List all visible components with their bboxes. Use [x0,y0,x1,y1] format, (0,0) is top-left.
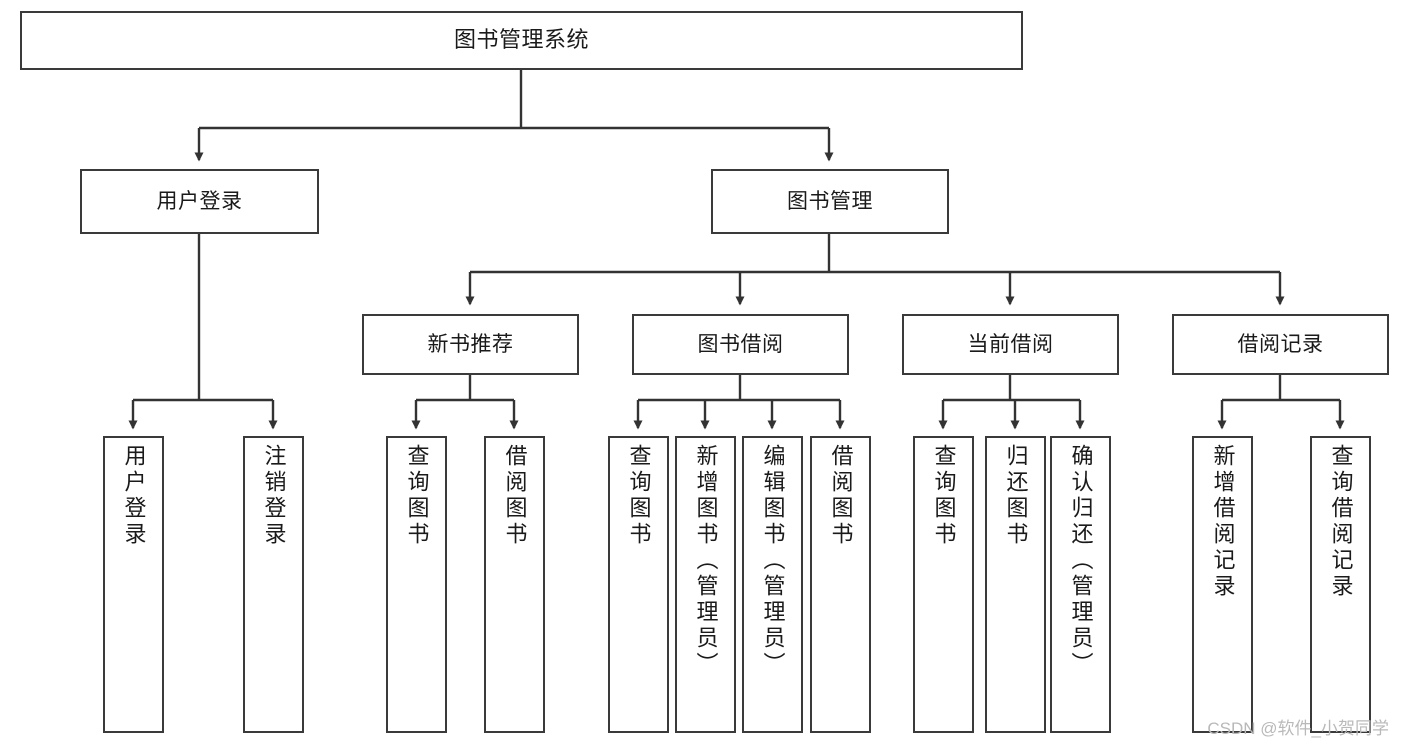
node-leaf-query-book-borrow[interactable]: 查询图书 [608,436,669,733]
node-leaf-user-logout[interactable]: 注销登录 [243,436,304,733]
csdn-watermark: CSDN @软件_小贺同学 [1207,719,1389,738]
node-label: 用户登录 [156,189,243,213]
node-label: 图书管理 [787,189,873,213]
node-leaf-add-book[interactable]: 新增图书（管理员） [675,436,736,733]
node-root-book-management-system[interactable]: 图书管理系统 [20,11,1023,70]
node-label: 新增图书（管理员） [693,444,719,678]
node-leaf-query-book-current[interactable]: 查询图书 [913,436,974,733]
node-leaf-return-book[interactable]: 归还图书 [985,436,1046,733]
node-label: 查询图书 [931,444,957,548]
node-label: 查询借阅记录 [1328,444,1354,600]
node-label: 用户登录 [121,444,147,548]
node-label: 查询图书 [626,444,652,548]
node-borrow-record[interactable]: 借阅记录 [1172,314,1389,375]
node-current-borrow[interactable]: 当前借阅 [902,314,1119,375]
node-label: 借阅记录 [1237,332,1324,356]
node-leaf-user-login[interactable]: 用户登录 [103,436,164,733]
node-label: 新书推荐 [427,332,514,356]
node-leaf-edit-book[interactable]: 编辑图书（管理员） [742,436,803,733]
node-user-login[interactable]: 用户登录 [80,169,319,234]
node-label: 查询图书 [404,444,430,548]
node-leaf-borrow-book[interactable]: 借阅图书 [810,436,871,733]
node-label: 图书借阅 [697,332,784,356]
node-leaf-query-book-recommend[interactable]: 查询图书 [386,436,447,733]
node-label: 借阅图书 [502,444,528,548]
node-leaf-borrow-book-recommend[interactable]: 借阅图书 [484,436,545,733]
node-label: 确认归还（管理员） [1068,444,1094,678]
node-new-book-recommend[interactable]: 新书推荐 [362,314,579,375]
node-leaf-confirm-return[interactable]: 确认归还（管理员） [1050,436,1111,733]
node-leaf-query-borrow-record[interactable]: 查询借阅记录 [1310,436,1371,733]
node-leaf-add-borrow-record[interactable]: 新增借阅记录 [1192,436,1253,733]
node-label: 借阅图书 [828,444,854,548]
node-book-management[interactable]: 图书管理 [711,169,949,234]
node-label: 编辑图书（管理员） [760,444,786,678]
node-label: 图书管理系统 [453,27,589,53]
node-label: 归还图书 [1003,444,1029,548]
node-label: 当前借阅 [967,332,1054,356]
node-label: 注销登录 [261,444,287,548]
node-label: 新增借阅记录 [1210,444,1236,600]
node-book-borrow[interactable]: 图书借阅 [632,314,849,375]
